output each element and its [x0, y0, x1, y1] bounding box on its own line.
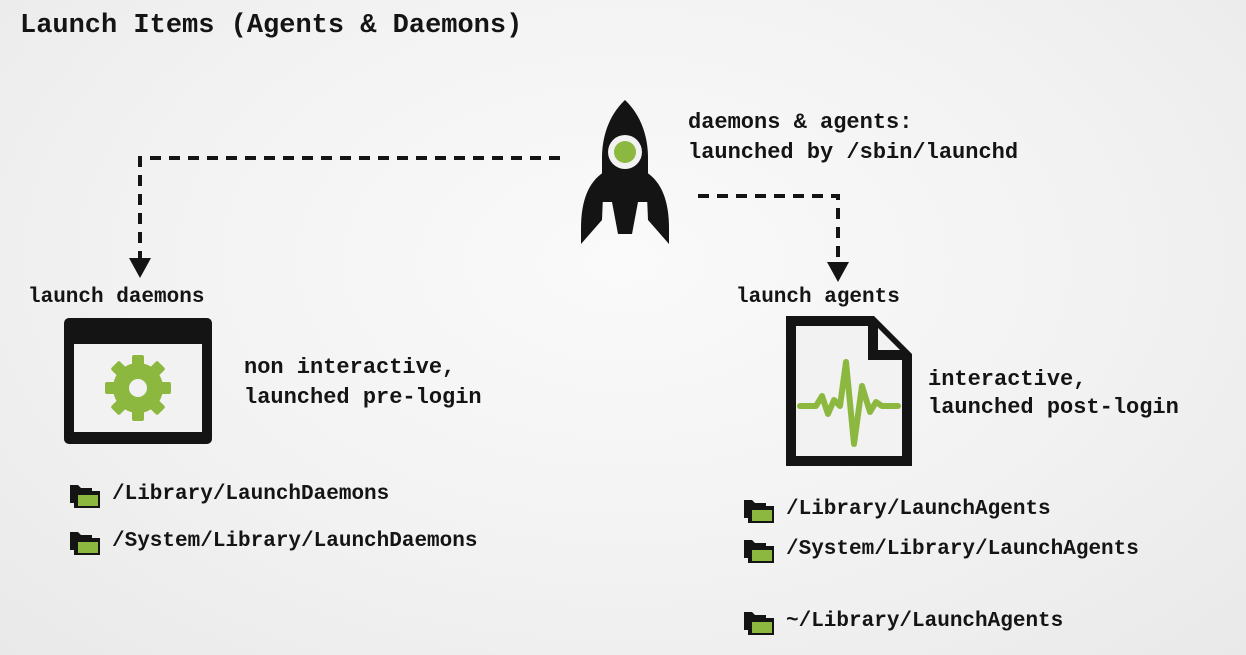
agent-path-system-library: /System/Library/LaunchAgents: [742, 534, 1139, 566]
folder-icon: [70, 485, 100, 508]
path-label: /System/Library/LaunchAgents: [786, 538, 1139, 562]
arrow-to-daemons: [138, 156, 560, 258]
agents-description-line1: interactive,: [928, 367, 1087, 392]
path-label: /Library/LaunchAgents: [786, 498, 1051, 522]
rocket-icon: [581, 100, 669, 244]
launcher-caption-line2: launched by /sbin/launchd: [688, 140, 1019, 165]
window-gear-icon: [64, 318, 212, 444]
daemons-heading: launch daemons: [28, 286, 205, 309]
path-label: /Library/LaunchDaemons: [112, 483, 390, 507]
arrowhead-agents: [827, 262, 849, 282]
daemon-path-system-library: /System/Library/LaunchDaemons: [68, 526, 477, 558]
path-label: ~/Library/LaunchAgents: [786, 610, 1064, 634]
daemons-description-line1: non interactive,: [244, 355, 456, 380]
arrow-to-agents: [698, 194, 840, 262]
page-title: Launch Items (Agents & Daemons): [20, 11, 523, 41]
path-label: /System/Library/LaunchDaemons: [112, 530, 478, 554]
arrowhead-daemons: [129, 258, 151, 278]
document-waveform-icon: [786, 316, 912, 466]
agents-description-line2: launched post-login: [928, 395, 1179, 420]
daemons-description-line2: launched pre-login: [244, 385, 482, 410]
folder-icon: [744, 540, 774, 563]
agent-path-user-library: ~/Library/LaunchAgents: [742, 606, 1063, 638]
agents-heading: launch agents: [736, 286, 900, 309]
folder-icon: [70, 532, 100, 555]
daemon-path-library: /Library/LaunchDaemons: [68, 479, 389, 511]
folder-icon: [744, 500, 774, 523]
folder-icon: [744, 612, 774, 635]
agent-path-library: /Library/LaunchAgents: [742, 494, 1051, 526]
launcher-caption-line1: daemons & agents:: [688, 110, 913, 135]
